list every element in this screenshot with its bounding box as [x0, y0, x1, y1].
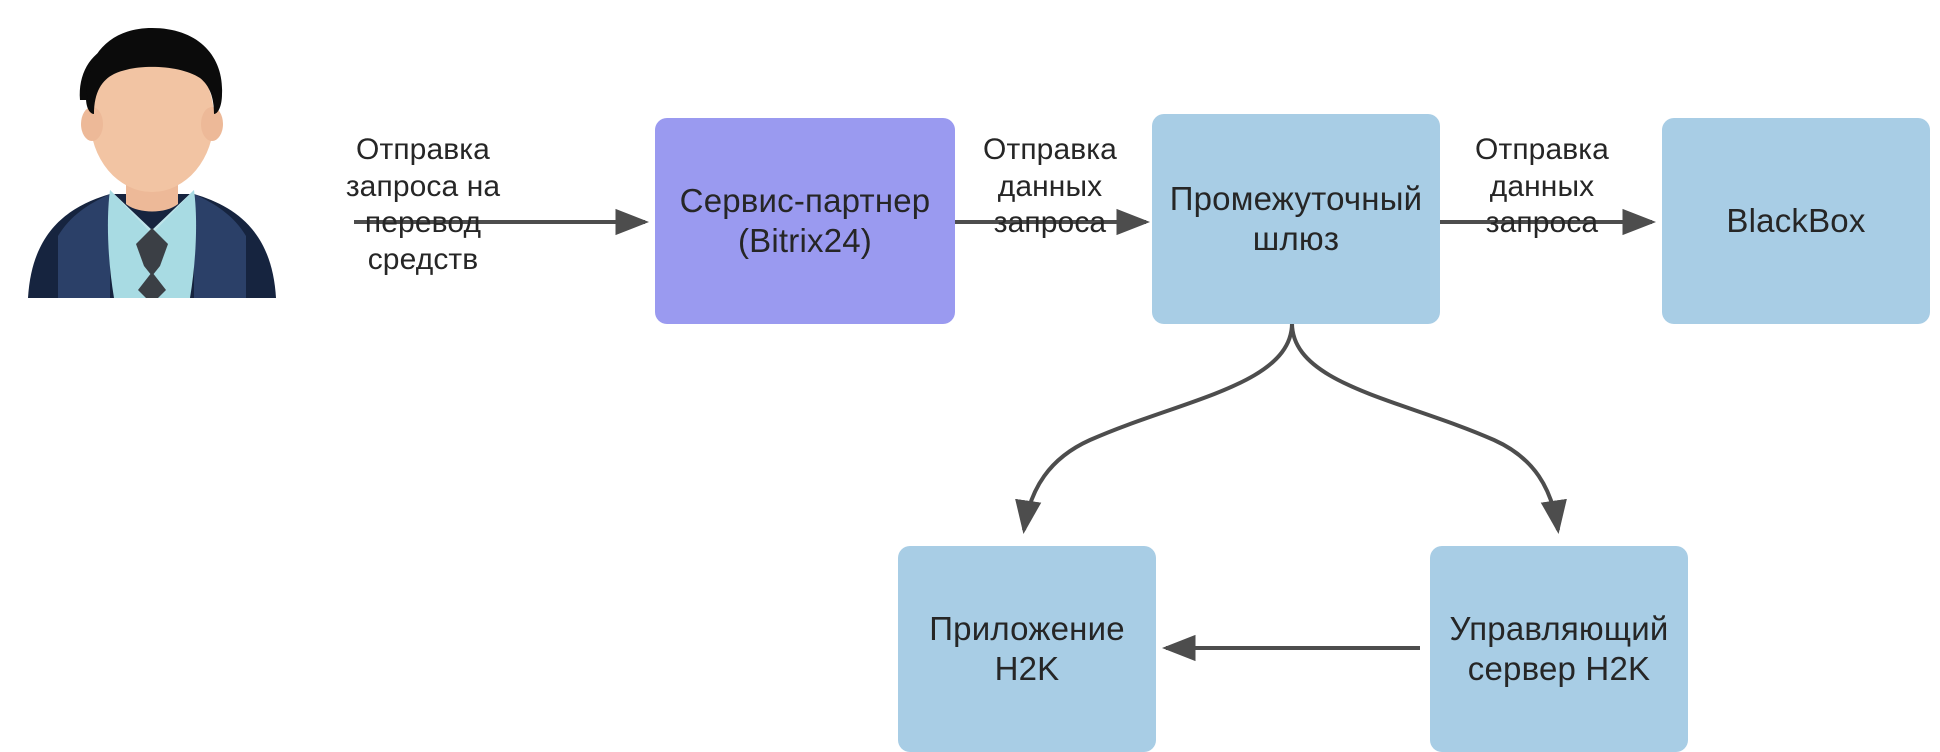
edge-label-partner-to-gateway: Отправка данных запроса [983, 133, 1117, 240]
edge-gateway-to-mgmt [1290, 322, 1567, 534]
edge-gateway-to-app [1015, 322, 1294, 534]
edge-label-gateway-to-blackbox: Отправка данных запроса [1475, 133, 1609, 240]
node-application-h2k[interactable]: Приложение H2K [898, 546, 1156, 752]
node-blackbox[interactable]: BlackBox [1662, 118, 1930, 324]
businessman-avatar-icon [18, 14, 286, 298]
node-intermediate-gateway[interactable]: Промежуточный шлюз [1152, 114, 1440, 324]
edge-label-actor-to-partner: Отправка запроса на перевод средств [345, 133, 501, 276]
node-management-server-h2k[interactable]: Управляющий сервер H2K [1430, 546, 1688, 752]
node-partner-service[interactable]: Сервис-партнер (Bitrix24) [655, 118, 955, 324]
